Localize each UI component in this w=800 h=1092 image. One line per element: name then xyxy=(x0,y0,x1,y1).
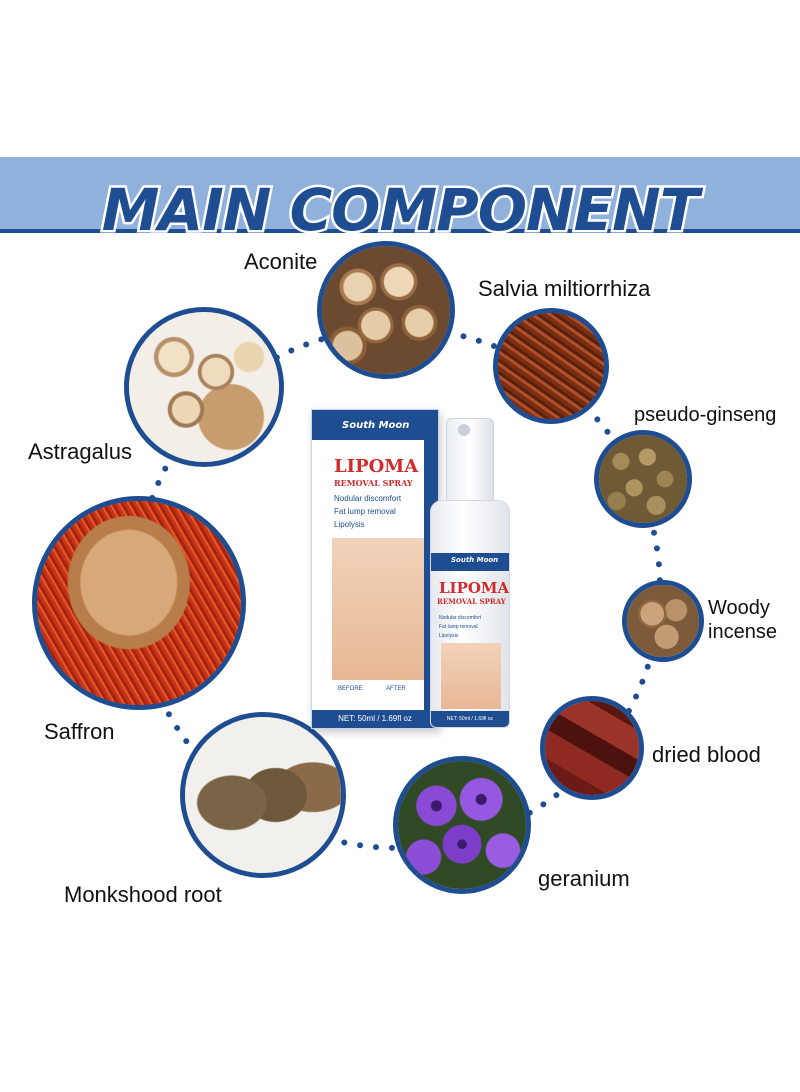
aconite-image xyxy=(317,241,455,379)
saffron-image xyxy=(32,496,246,710)
box-feature-1: Nodular discomfort xyxy=(334,494,402,503)
box-subtitle: REMOVAL SPRAY xyxy=(334,478,413,488)
astragalus-label: Astragalus xyxy=(28,439,132,464)
astragalus-image xyxy=(124,307,284,467)
box-skin-illustration xyxy=(332,538,424,680)
monkshood-label: Monkshood root xyxy=(64,882,222,907)
header-underline xyxy=(0,229,800,233)
bottle-feature-2: Fat lump removal xyxy=(439,624,478,630)
salvia-image xyxy=(493,308,609,424)
spray-bottle: South Moon LIPOMA REMOVAL SPRAY Nodular … xyxy=(430,500,510,728)
box-title: LIPOMA xyxy=(334,456,419,477)
box-before-label: BEFORE xyxy=(338,686,363,692)
bottle-title: LIPOMA xyxy=(439,579,510,597)
aconite-label: Aconite xyxy=(244,249,318,274)
salvia-label: Salvia miltiorrhiza xyxy=(478,276,651,301)
bottle-feature-1: Nodular discomfort xyxy=(439,615,481,621)
bottle-net-label: NET: 50ml / 1.69fl oz xyxy=(431,711,509,727)
dried-blood-label: dried blood xyxy=(652,742,761,767)
bottle-subtitle: REMOVAL SPRAY xyxy=(437,597,506,606)
woody-label-line1: Woody xyxy=(708,597,770,619)
bottle-skin-illustration xyxy=(441,643,501,709)
bottle-label-band xyxy=(431,553,509,571)
ginseng-image xyxy=(594,430,692,528)
saffron-label: Saffron xyxy=(44,719,115,744)
box-feature-2: Fat lump removal xyxy=(334,507,396,516)
header-banner xyxy=(0,157,800,231)
ginseng-label: pseudo-ginseng xyxy=(634,404,777,426)
spray-nozzle xyxy=(458,424,470,436)
geranium-image xyxy=(393,756,531,894)
bottle-feature-3: Lipolysis xyxy=(439,633,459,639)
geranium-label: geranium xyxy=(538,866,630,891)
box-brand: South Moon xyxy=(342,420,410,431)
woody-incense-image xyxy=(622,580,704,662)
bottle-brand: South Moon xyxy=(451,556,499,564)
woody-label-line2: incense xyxy=(708,621,777,643)
box-after-label: AFTER xyxy=(386,686,406,692)
monkshood-image xyxy=(180,712,346,878)
product-box: South Moon LIPOMA REMOVAL SPRAY Nodular … xyxy=(311,409,439,729)
spray-pump xyxy=(446,418,494,502)
dried-blood-image xyxy=(540,696,644,800)
box-top-band xyxy=(312,410,438,440)
box-feature-3: Lipolysis xyxy=(334,520,365,529)
box-net-label: NET: 50ml / 1.69fl oz xyxy=(312,710,438,728)
page-title: MAIN COMPONENT xyxy=(99,174,702,247)
